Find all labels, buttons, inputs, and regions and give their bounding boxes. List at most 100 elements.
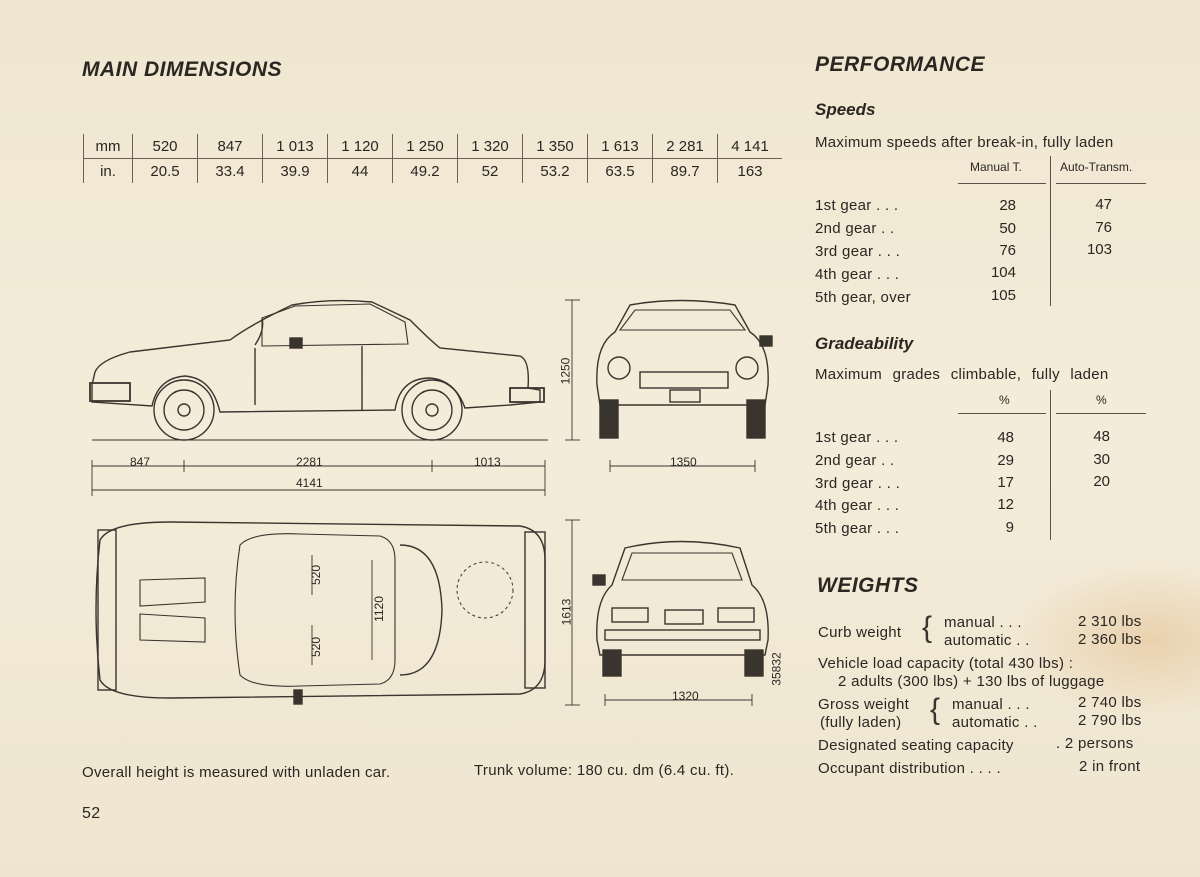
in-cell: 39.9 (262, 158, 328, 183)
dim-label-520-rear: 520 (309, 636, 324, 658)
speed-row: 3rd gear . . . (815, 243, 901, 260)
mm-cell: 1 613 (587, 134, 653, 159)
gross-weight-label: Gross weight (818, 696, 910, 713)
grade-row: 1st gear . . . (815, 429, 899, 446)
speed-manual: 104 (990, 264, 1016, 281)
mm-cell: 1 320 (457, 134, 523, 159)
mm-cell: 2 281 (652, 134, 718, 159)
dim-label-1613: 1613 (559, 598, 574, 626)
dim-label-1350: 1350 (670, 455, 697, 469)
mm-cell: 520 (132, 134, 198, 159)
performance-title: PERFORMANCE (815, 53, 986, 76)
weights-title: WEIGHTS (817, 574, 919, 597)
grade-col-manual: % (999, 393, 1010, 407)
car-rear-view (592, 540, 769, 677)
curb-manual-label: manual . . . (944, 614, 1022, 631)
dim-label-1013: 1013 (474, 455, 501, 469)
in-cell: 49.2 (392, 158, 458, 183)
main-dimensions-title: MAIN DIMENSIONS (82, 58, 283, 81)
dimensions-row-mm: mm 520 847 1 013 1 120 1 250 1 320 1 350… (83, 134, 782, 159)
in-cell: 20.5 (132, 158, 198, 183)
unit-label-mm: mm (83, 134, 133, 159)
in-cell: 63.5 (587, 158, 653, 183)
speeds-title: Speeds (815, 100, 876, 119)
grade-col-auto: % (1096, 393, 1107, 407)
speed-manual: 105 (990, 287, 1016, 304)
speed-manual: 50 (999, 220, 1016, 237)
seating-capacity-value: . 2 persons (1056, 735, 1134, 752)
gross-weight-sublabel: (fully laden) (820, 714, 902, 731)
gross-manual-value: 2 740 lbs (1078, 694, 1142, 711)
dim-label-2281: 2281 (296, 455, 323, 469)
speed-manual: 76 (999, 242, 1016, 259)
dimensions-table: mm 520 847 1 013 1 120 1 250 1 320 1 350… (83, 134, 782, 183)
gross-brace: { (930, 693, 941, 726)
mm-cell: 1 120 (327, 134, 393, 159)
in-cell: 33.4 (197, 158, 263, 183)
speed-row: 1st gear . . . (815, 197, 899, 214)
dimensions-row-in: in. 20.5 33.4 39.9 44 49.2 52 53.2 63.5 … (83, 158, 782, 183)
speeds-col-auto: Auto-Transm. (1060, 160, 1133, 174)
car-top-view (95, 521, 546, 705)
grade-auto: 48 (1093, 428, 1110, 445)
mm-cell: 1 250 (392, 134, 458, 159)
gross-auto-value: 2 790 lbs (1078, 712, 1142, 729)
in-cell: 89.7 (652, 158, 718, 183)
dim-label-1250: 1250 (558, 357, 573, 385)
gradeability-subtitle: Maximum grades climbable, fully laden (815, 366, 1109, 383)
grade-manual: 48 (997, 429, 1014, 446)
mm-cell: 847 (197, 134, 263, 159)
page-number: 52 (82, 805, 101, 822)
dim-label-520-front: 520 (309, 564, 324, 586)
in-cell: 44 (327, 158, 393, 183)
load-capacity-line2: 2 adults (300 lbs) + 130 lbs of luggage (838, 673, 1105, 690)
in-cell: 53.2 (522, 158, 588, 183)
mm-cell: 4 141 (717, 134, 782, 159)
speed-auto: 103 (1086, 241, 1112, 258)
drawing-code: 35832 (769, 652, 784, 686)
dim-label-847: 847 (130, 455, 151, 469)
dim-label-1120: 1120 (371, 596, 386, 622)
grade-row: 3rd gear . . . (815, 475, 901, 492)
speed-manual: 28 (999, 197, 1016, 214)
gross-manual-label: manual . . . (952, 696, 1030, 713)
dim-label-4141: 4141 (296, 476, 323, 490)
grade-manual: 29 (997, 452, 1014, 469)
speed-row: 2nd gear . . (815, 220, 895, 237)
unit-label-in: in. (83, 158, 133, 183)
seating-capacity-label: Designated seating capacity (818, 737, 1014, 754)
speed-auto: 76 (1095, 219, 1112, 236)
speed-auto: 47 (1095, 196, 1112, 213)
curb-manual-value: 2 310 lbs (1078, 613, 1142, 630)
occupant-distribution-value: 2 in front (1079, 758, 1141, 775)
grade-manual: 12 (997, 496, 1014, 513)
speeds-col-manual: Manual T. (970, 160, 1022, 174)
speed-row: 5th gear, over (815, 289, 911, 306)
gradeability-title: Gradeability (815, 334, 914, 353)
in-cell: 163 (717, 158, 782, 183)
footer-note-trunk: Trunk volume: 180 cu. dm (6.4 cu. ft). (474, 762, 735, 779)
dim-label-1320: 1320 (672, 689, 699, 703)
grade-row: 5th gear . . . (815, 520, 900, 537)
curb-weight-label: Curb weight (818, 624, 902, 641)
in-cell: 52 (457, 158, 523, 183)
grade-row: 4th gear . . . (815, 497, 900, 514)
speed-row: 4th gear . . . (815, 266, 900, 283)
car-side-view (89, 299, 548, 441)
grade-auto: 20 (1093, 473, 1110, 490)
grade-row: 2nd gear . . (815, 452, 895, 469)
grade-manual: 17 (997, 474, 1014, 491)
speeds-subtitle: Maximum speeds after break-in, fully lad… (815, 134, 1114, 151)
gross-auto-label: automatic . . (952, 714, 1038, 731)
car-front-view (596, 299, 773, 439)
grade-manual: 9 (1005, 519, 1014, 536)
curb-auto-value: 2 360 lbs (1078, 631, 1142, 648)
curb-brace: { (922, 611, 933, 644)
footer-note-height: Overall height is measured with unladen … (82, 764, 391, 781)
grade-auto: 30 (1093, 451, 1110, 468)
mm-cell: 1 013 (262, 134, 328, 159)
load-capacity-line1: Vehicle load capacity (total 430 lbs) : (818, 655, 1074, 672)
curb-auto-label: automatic . . (944, 632, 1030, 649)
occupant-distribution-label: Occupant distribution . . . . (818, 760, 1001, 777)
